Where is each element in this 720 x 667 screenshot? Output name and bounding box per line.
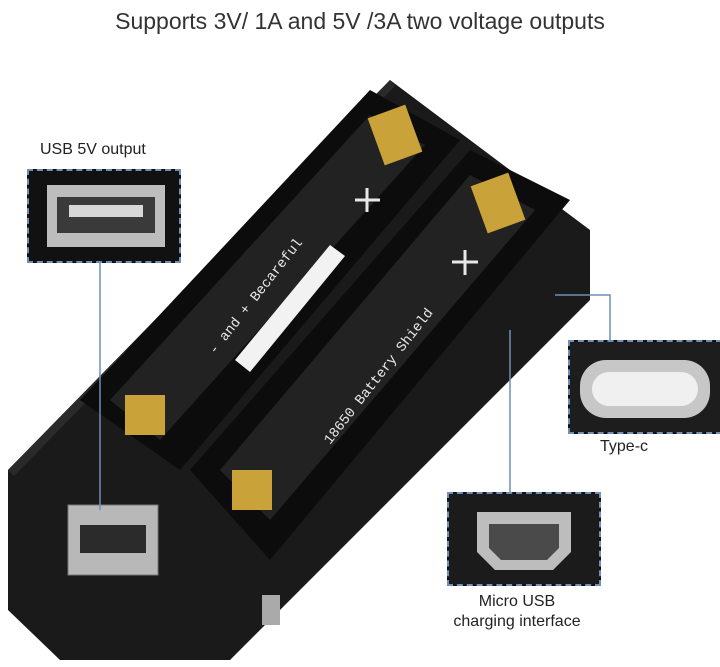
callout-type-c: Type-c <box>600 438 649 455</box>
inset-usb-closeup <box>27 169 181 263</box>
usb-closeup-image <box>47 185 165 247</box>
plus-marker-left <box>355 188 380 212</box>
contact-bottom-left <box>125 395 165 435</box>
holder-left-channel <box>110 115 425 440</box>
contact-bottom-right <box>232 470 272 510</box>
contact-top-left <box>367 104 423 166</box>
callout-usb-output: USB 5V output <box>40 141 146 158</box>
power-switch <box>262 595 280 625</box>
inset-typec-closeup <box>568 340 720 434</box>
inset-micro-usb-closeup <box>447 492 601 586</box>
callout-micro-usb-line1: Micro USB <box>478 593 556 610</box>
usb-port-slot <box>80 525 146 553</box>
callout-line-typec <box>555 294 611 340</box>
callout-micro-usb-line2: charging interface <box>453 613 581 630</box>
micro-usb-closeup-image <box>449 494 599 584</box>
typec-closeup-image <box>570 342 720 432</box>
callout-lines <box>99 259 611 510</box>
contact-top-right <box>470 172 526 234</box>
headline: Supports 3V/ 1A and 5V /3A two voltage o… <box>115 8 605 34</box>
plus-marker-right <box>452 250 478 275</box>
callout-micro-usb: Micro USB charging interface <box>442 592 592 632</box>
white-label <box>235 245 345 372</box>
